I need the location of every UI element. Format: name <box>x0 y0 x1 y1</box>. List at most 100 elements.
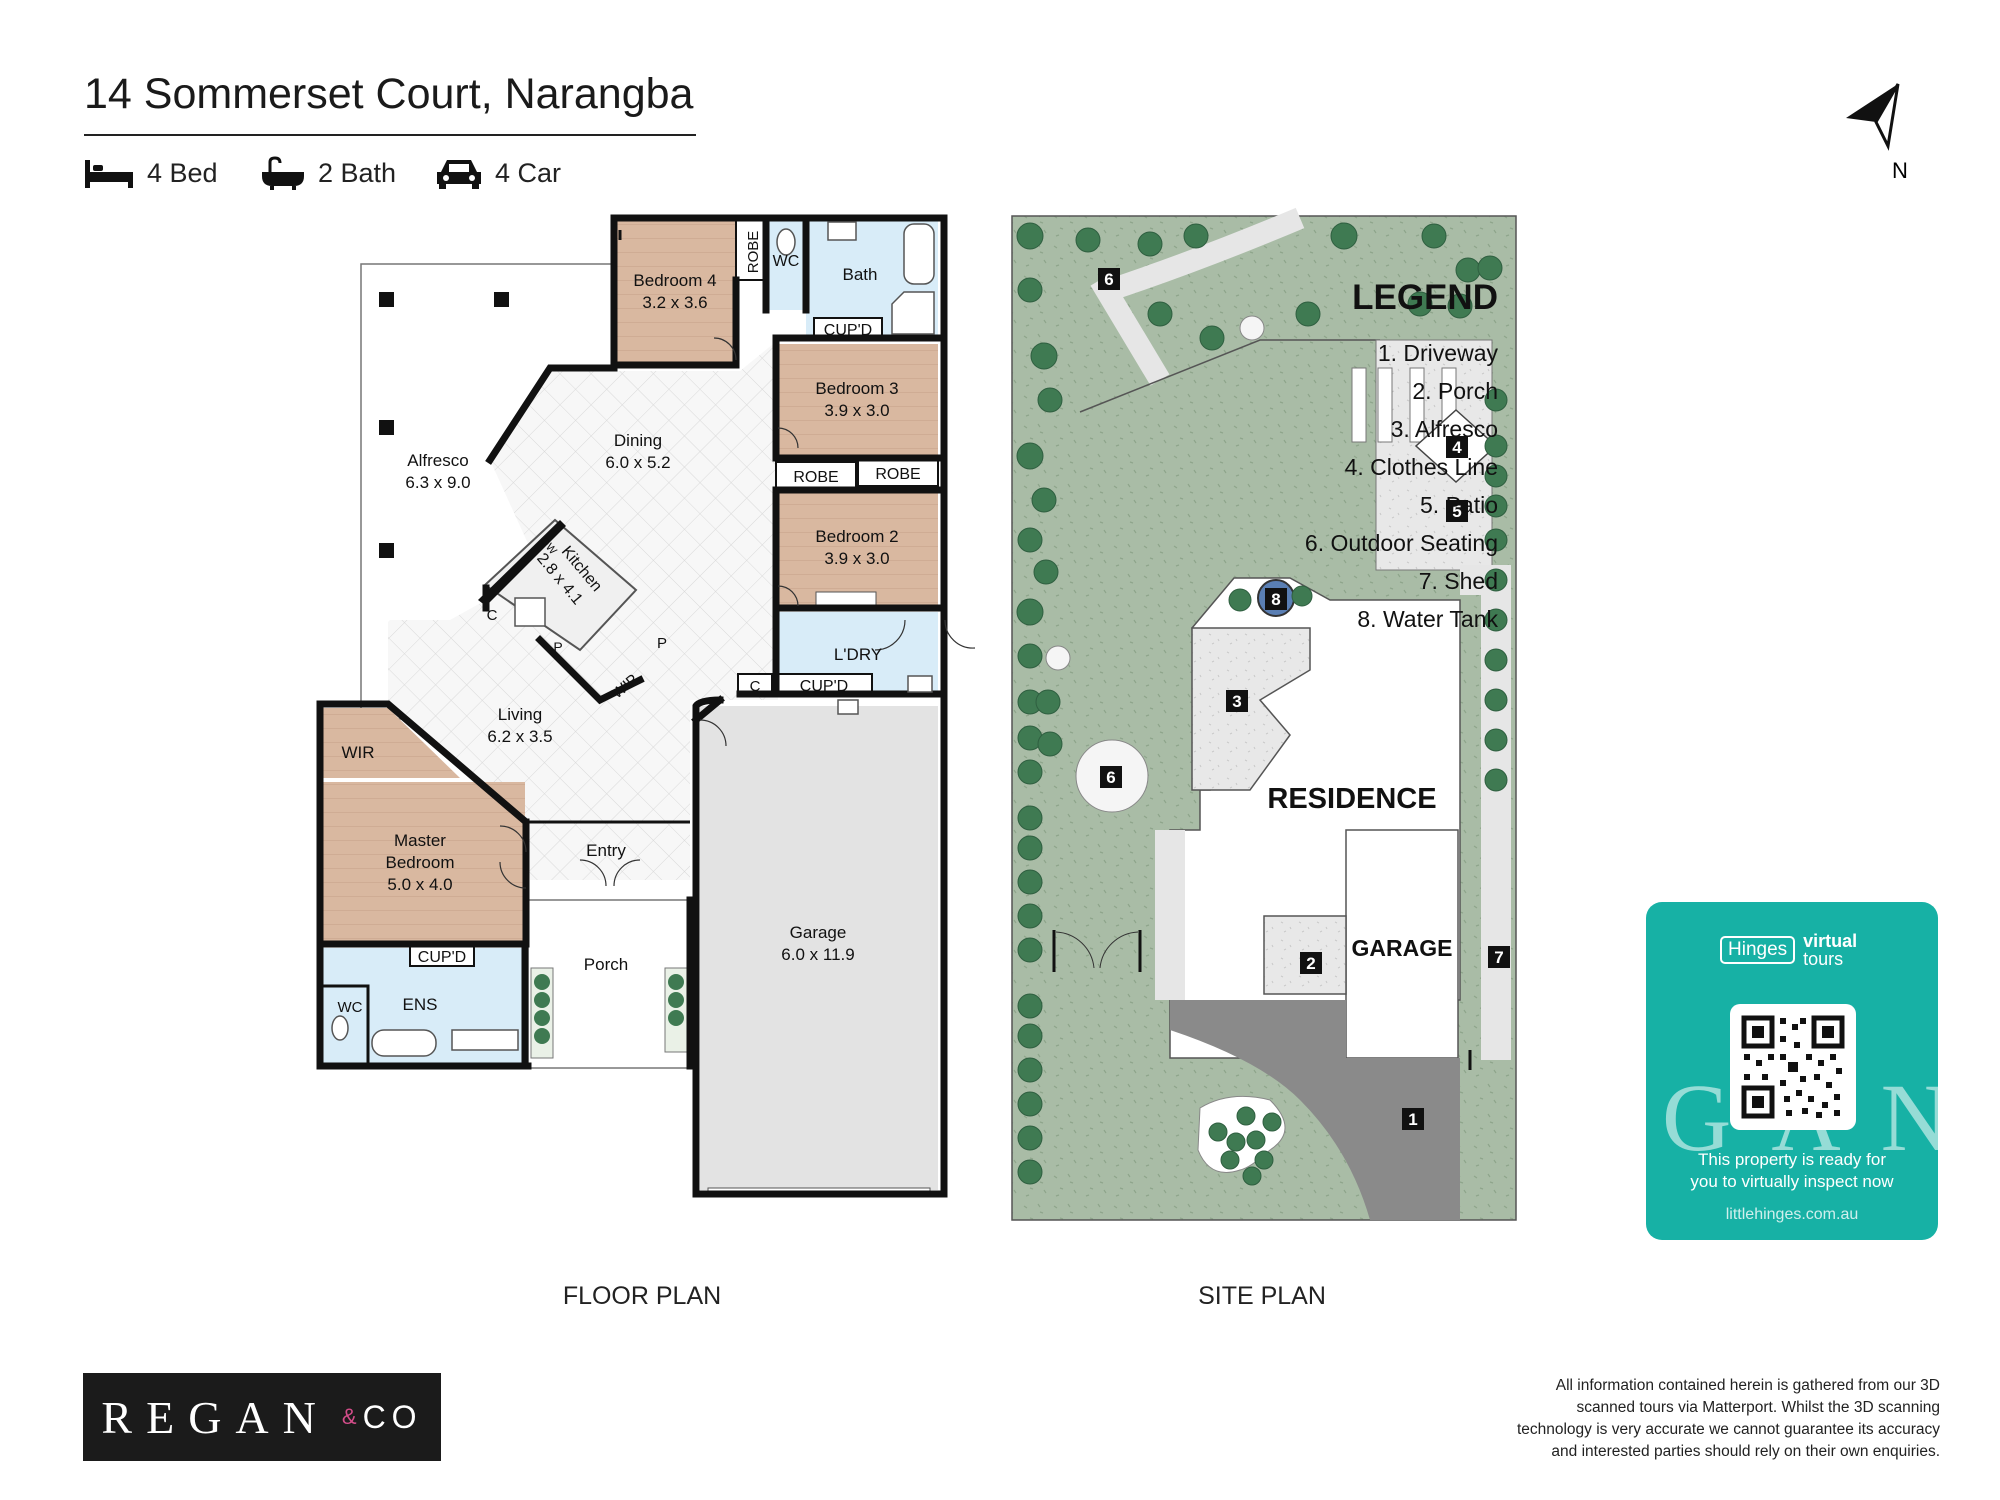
cupd-bath-label: CUP'D <box>824 322 872 339</box>
regan-co-logo: REGAN & CO <box>83 1373 441 1461</box>
legend-list: 1. Driveway 2. Porch 3. Alfresco 4. Clot… <box>1305 334 1498 638</box>
marker-3: 3 <box>1226 690 1248 712</box>
svg-text:4: 4 <box>1452 438 1462 457</box>
site-markers: 1 2 3 4 5 6 6 7 8 <box>1098 268 1510 1130</box>
disclaimer: All information contained herein is gath… <box>1420 1375 1940 1463</box>
bedroom2-size: 3.9 x 3.0 <box>824 549 889 568</box>
disclaimer-line: and interested parties should rely on th… <box>1551 1443 1940 1460</box>
site-plan: RESIDENCE GARAGE 1 2 3 4 5 6 6 7 8 <box>1011 207 1517 1221</box>
p-kitchen-label: P <box>553 639 562 655</box>
residence-label: RESIDENCE <box>1267 783 1436 815</box>
p-pantry-label: P <box>657 635 667 652</box>
north-arrow-icon: N <box>1846 83 1908 183</box>
c-laundry-label: C <box>750 678 761 695</box>
disclaimer-line: scanned tours via Matterport. Whilst the… <box>1576 1399 1940 1416</box>
svg-text:7: 7 <box>1494 948 1503 967</box>
kitchen-bench <box>483 518 638 652</box>
legend-title: LEGEND <box>1352 278 1498 317</box>
laundry-label: L'DRY <box>834 645 882 664</box>
master-label-line2: Bedroom <box>386 853 455 872</box>
legend-item: 2. Porch <box>1412 378 1498 404</box>
master-bedroom-room <box>320 782 525 944</box>
ens-label: ENS <box>403 995 438 1014</box>
toilet-ens <box>331 1015 349 1041</box>
bedroom3-label: Bedroom 3 <box>815 379 898 398</box>
legend-item: 4. Clothes Line <box>1344 454 1498 480</box>
floor-plan-caption: FLOOR PLAN <box>562 1282 722 1310</box>
alfresco-label: Alfresco <box>407 451 468 470</box>
marker-4: 4 <box>1446 436 1468 458</box>
regan-wordmark: REGAN <box>101 1391 330 1443</box>
title-divider <box>84 134 696 136</box>
bedroom2-label: Bedroom 2 <box>815 527 898 546</box>
master-label-line1: Master <box>394 831 446 850</box>
bath-vanity <box>827 221 857 241</box>
site-plan-caption: SITE PLAN <box>1198 1282 1326 1310</box>
site-gate-swings <box>1055 931 1139 969</box>
logo-ampersand: & <box>341 1404 357 1429</box>
legend-item: 8. Water Tank <box>1357 606 1498 632</box>
wc-ens-label: WC <box>338 999 363 1016</box>
alfresco-size: 6.3 x 9.0 <box>405 473 470 492</box>
garage-size: 6.0 x 11.9 <box>781 945 854 964</box>
cupd-ens-label: CUP'D <box>418 949 466 966</box>
marker-2: 2 <box>1300 952 1322 974</box>
legend-item: 6. Outdoor Seating <box>1304 530 1498 556</box>
bath-feature: 2 Bath <box>260 155 396 191</box>
driveway <box>1170 1000 1460 1220</box>
floor-plan-doors <box>499 337 976 889</box>
bath-count: 2 Bath <box>318 157 397 188</box>
kitchen-wall <box>478 520 566 606</box>
bedroom3-size: 3.9 x 3.0 <box>824 401 889 420</box>
robe1-label: ROBE <box>793 469 838 486</box>
c-kitchen-label: C <box>487 607 498 624</box>
garage-sink <box>837 699 859 715</box>
bath-icon <box>262 156 304 190</box>
site-garage-label: GARAGE <box>1352 935 1453 961</box>
cupd-laundry-label: CUP'D <box>800 678 848 695</box>
toilet-top <box>776 228 796 256</box>
legend-item: 3. Alfresco <box>1390 416 1498 442</box>
legend-item: 1. Driveway <box>1377 340 1498 366</box>
garage-label: Garage <box>790 923 847 942</box>
bedroom4-label: Bedroom 4 <box>633 271 716 290</box>
bed-feature: 4 Bed <box>83 155 218 191</box>
car-feature: 4 Car <box>435 155 561 191</box>
marker-6-lawn: 6 <box>1100 766 1122 788</box>
master-size: 5.0 x 4.0 <box>387 875 452 894</box>
bedroom4-size: 3.2 x 3.6 <box>642 293 707 312</box>
svg-text:3: 3 <box>1232 692 1241 711</box>
dining-size: 6.0 x 5.2 <box>605 453 670 472</box>
garden-feature-circle <box>1239 315 1265 341</box>
bedroom4-room <box>614 218 736 365</box>
marker-5: 5 <box>1446 500 1468 522</box>
robe-b4-label: ROBE <box>745 231 762 274</box>
porch-label: Porch <box>584 955 628 974</box>
svg-text:6: 6 <box>1106 768 1115 787</box>
wc-top-label: WC <box>773 253 800 270</box>
floor-plan-walls <box>316 214 948 1198</box>
svg-text:2: 2 <box>1306 954 1315 973</box>
marker-1: 1 <box>1402 1108 1424 1130</box>
svg-text:6: 6 <box>1104 270 1113 289</box>
wir-label: WIR <box>341 743 374 762</box>
bedroom3-room <box>776 344 938 458</box>
virtual-word: virtual <box>1803 931 1858 951</box>
alfresco-post <box>379 543 394 558</box>
logo-co: CO <box>362 1398 423 1435</box>
disclaimer-line: All information contained herein is gath… <box>1555 1377 1940 1394</box>
car-count: 4 Car <box>495 157 562 188</box>
qr-code-icon[interactable] <box>1730 1004 1856 1130</box>
virtual-tour-card[interactable]: GAN Hinges virtual tours <box>1646 902 1938 1240</box>
dining-label: Dining <box>614 431 662 450</box>
virtual-tour-link[interactable]: littlehinges.com.au <box>1725 1206 1859 1223</box>
tours-word: tours <box>1803 949 1844 969</box>
car-icon <box>437 160 481 189</box>
floor-plan: Bedroom 4 3.2 x 3.6 ROBE WC Bath CUP'D B… <box>316 214 976 1198</box>
virtual-tour-line1: This property is ready for <box>1697 1150 1886 1169</box>
living-floor <box>388 620 690 880</box>
marker-7: 7 <box>1488 946 1510 968</box>
marker-8: 8 <box>1265 588 1287 610</box>
hinges-wordmark: Hinges <box>1720 936 1796 964</box>
